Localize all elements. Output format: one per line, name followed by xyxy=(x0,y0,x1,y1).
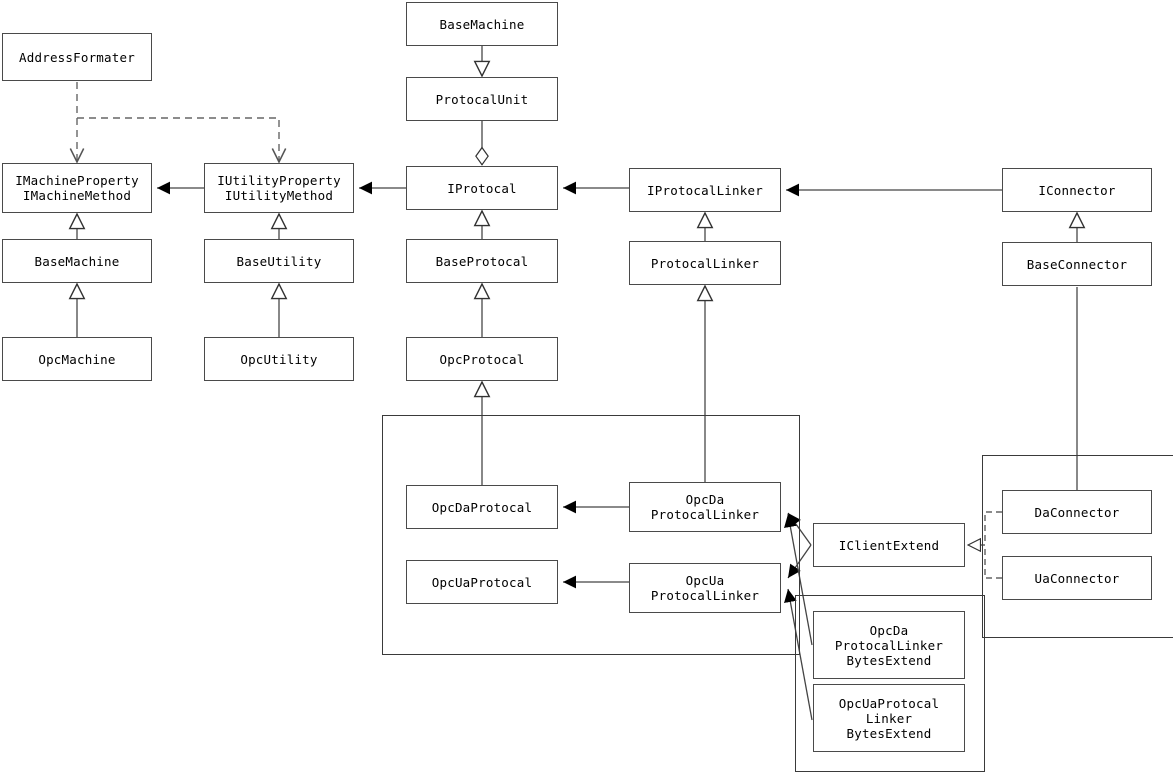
class-node-opcUaProtocalLinker[interactable]: OpcUa ProtocalLinker xyxy=(629,563,781,613)
class-node-baseConnector[interactable]: BaseConnector xyxy=(1002,242,1152,286)
class-node-baseProtocal[interactable]: BaseProtocal xyxy=(406,239,558,283)
class-node-daConnector[interactable]: DaConnector xyxy=(1002,490,1152,534)
class-node-opcDaProtocal[interactable]: OpcDaProtocal xyxy=(406,485,558,529)
class-node-opcDaProtocalLinker[interactable]: OpcDa ProtocalLinker xyxy=(629,482,781,532)
class-node-protocalLinker[interactable]: ProtocalLinker xyxy=(629,241,781,285)
class-node-baseMachineTop[interactable]: BaseMachine xyxy=(406,2,558,46)
class-node-iMachineProperty[interactable]: IMachineProperty IMachineMethod xyxy=(2,163,152,213)
class-node-protocalUnit[interactable]: ProtocalUnit xyxy=(406,77,558,121)
class-node-baseMachine[interactable]: BaseMachine xyxy=(2,239,152,283)
class-node-iUtilityProperty[interactable]: IUtilityProperty IUtilityMethod xyxy=(204,163,354,213)
class-node-iProtocalLinker[interactable]: IProtocalLinker xyxy=(629,168,781,212)
class-node-opcProtocal[interactable]: OpcProtocal xyxy=(406,337,558,381)
class-node-uaConnector[interactable]: UaConnector xyxy=(1002,556,1152,600)
group-connectorGroup xyxy=(982,455,1173,638)
class-node-baseUtility[interactable]: BaseUtility xyxy=(204,239,354,283)
group-extendGroup xyxy=(795,595,985,772)
class-node-addressFormater[interactable]: AddressFormater xyxy=(2,33,152,81)
class-node-opcMachine[interactable]: OpcMachine xyxy=(2,337,152,381)
class-node-opcDaLinkerBytes[interactable]: OpcDa ProtocalLinker BytesExtend xyxy=(813,611,965,679)
class-node-iProtocal[interactable]: IProtocal xyxy=(406,166,558,210)
class-node-iConnector[interactable]: IConnector xyxy=(1002,168,1152,212)
edge-addressformater-iutilityproperty xyxy=(77,117,279,162)
class-node-opcUaLinkerBytes[interactable]: OpcUaProtocal Linker BytesExtend xyxy=(813,684,965,752)
class-node-opcUtility[interactable]: OpcUtility xyxy=(204,337,354,381)
class-node-iClientExtend[interactable]: IClientExtend xyxy=(813,523,965,567)
class-node-opcUaProtocal[interactable]: OpcUaProtocal xyxy=(406,560,558,604)
group-protocalGroup xyxy=(382,415,800,655)
